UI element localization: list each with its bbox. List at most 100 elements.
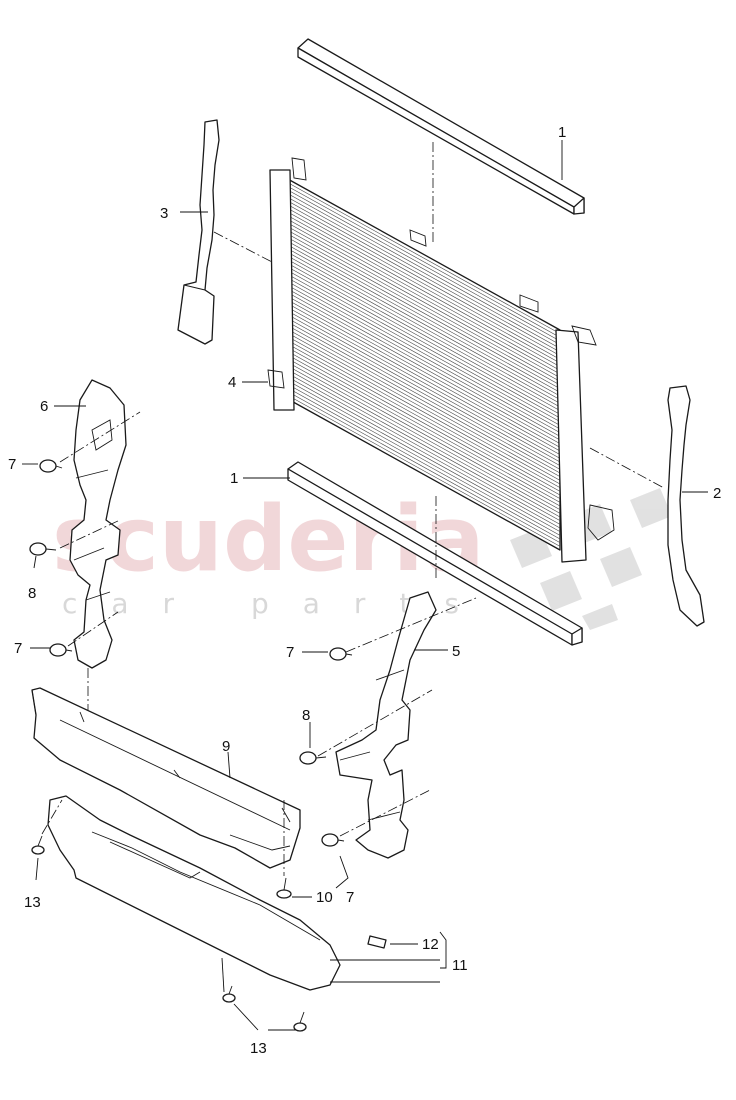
radiator-fin-line [285,265,561,419]
radiator-fin-line [285,284,561,437]
radiator-fin-line [285,331,561,485]
radiator-fin-line [285,383,561,536]
radiator-fin-line [285,372,561,525]
radiator-fin-line [285,276,561,430]
radiator-fins [285,181,561,547]
radiator-fin-line [285,291,561,444]
radiator-fin-line [285,214,561,367]
air-guide-left-upper [177,119,220,345]
callout-6: 6 [40,398,48,415]
callout-11: 11 [452,957,468,974]
radiator-fin-line [285,240,561,393]
radiator-fin-line [285,207,561,360]
radiator-fin-line [285,185,561,338]
callout-labels: 1 1 2 3 4 5 6 7 7 7 7 8 8 9 10 11 12 13 … [8,124,721,1057]
shroud-bracket-right [335,591,437,859]
radiator-fin-line [285,236,561,389]
air-duct-lower [47,795,341,991]
air-duct-upper [31,687,301,869]
radiator-fin-line [285,218,561,371]
radiator-fin-line [285,302,561,455]
radiator-fin-line [285,379,561,532]
clip-icon [49,643,73,657]
radiator-fin-line [285,203,561,356]
radiator-fin-line [285,251,561,404]
radiator-fin-line [285,229,561,382]
radiator-fin-line [285,335,561,488]
callout-5: 5 [452,643,460,660]
radiator-fin-line [285,368,561,521]
radiator-fin-line [285,269,561,422]
shroud-bracket-left [69,379,127,669]
callout-1-top: 1 [558,124,566,141]
callout-7-a: 7 [8,456,16,473]
leader-lines [22,140,708,1031]
bolt-icon [222,985,236,1003]
clip-icon [321,833,345,847]
radiator-fin-line [285,243,561,397]
bolt-icon [276,877,292,899]
radiator-fin-line [285,357,561,510]
bolt-icon [31,835,45,855]
radiator-fin-line [285,364,561,518]
callout-9: 9 [222,738,230,755]
radiator-fin-line [285,262,561,415]
radiator-fin-line [285,181,561,334]
radiator-fin-line [285,361,561,514]
clip-icon [39,459,63,473]
foam-strip-bottom [287,461,583,646]
callout-10: 10 [316,889,333,906]
assembly-lines [41,142,665,876]
radiator-fin-line [285,390,561,543]
radiator-fin-line [285,298,561,452]
radiator-fin-line [285,324,561,477]
radiator-fin-line [285,317,561,470]
radiator-fin-line [285,309,561,463]
radiator-fin-line [285,328,561,481]
checkered-flag-icon [510,488,672,630]
callout-7-d: 7 [346,889,354,906]
radiator-fin-line [285,287,561,441]
callout-13-b: 13 [250,1040,267,1057]
air-guide-right [667,385,705,627]
radiator-fin-line [285,353,561,507]
callout-3: 3 [160,205,168,222]
radiator-fin-line [285,192,561,345]
radiator-fin-line [285,339,561,492]
radiator-fin-line [285,394,561,547]
radiator-fin-line [285,350,561,503]
radiator-fin-line [285,342,561,496]
callout-1-bottom: 1 [230,470,238,487]
radiator-fin-line [285,221,561,375]
radiator-fin-line [285,225,561,378]
radiator-fin-line [285,295,561,448]
callout-8-a: 8 [28,585,36,602]
radiator-fin-line [285,306,561,459]
callout-4: 4 [228,374,236,391]
screw-icon [299,751,327,765]
callout-2: 2 [713,485,721,502]
radiator-fin-line [285,258,561,411]
bolt-icon [293,1011,307,1032]
radiator-fin-line [285,320,561,474]
radiator-fin-line [285,313,561,466]
clip-icon [329,647,353,661]
callout-7-c: 7 [14,640,22,657]
radiator [267,157,615,563]
radiator-fin-line [285,188,561,342]
radiator-fin-line [285,196,561,349]
watermark-subtitle: car parts [62,587,493,620]
radiator-fin-line [285,254,561,408]
callout-8-b: 8 [302,707,310,724]
radiator-fin-line [285,273,561,426]
screw-icon [29,542,57,556]
radiator-fin-line [285,247,561,400]
radiator-fin-line [285,280,561,433]
radiator-fin-line [285,375,561,529]
callout-12: 12 [422,936,439,953]
radiator-fin-line [285,199,561,353]
callout-7-b: 7 [286,644,294,661]
radiator-fin-line [285,232,561,386]
clip-icon [367,935,387,949]
